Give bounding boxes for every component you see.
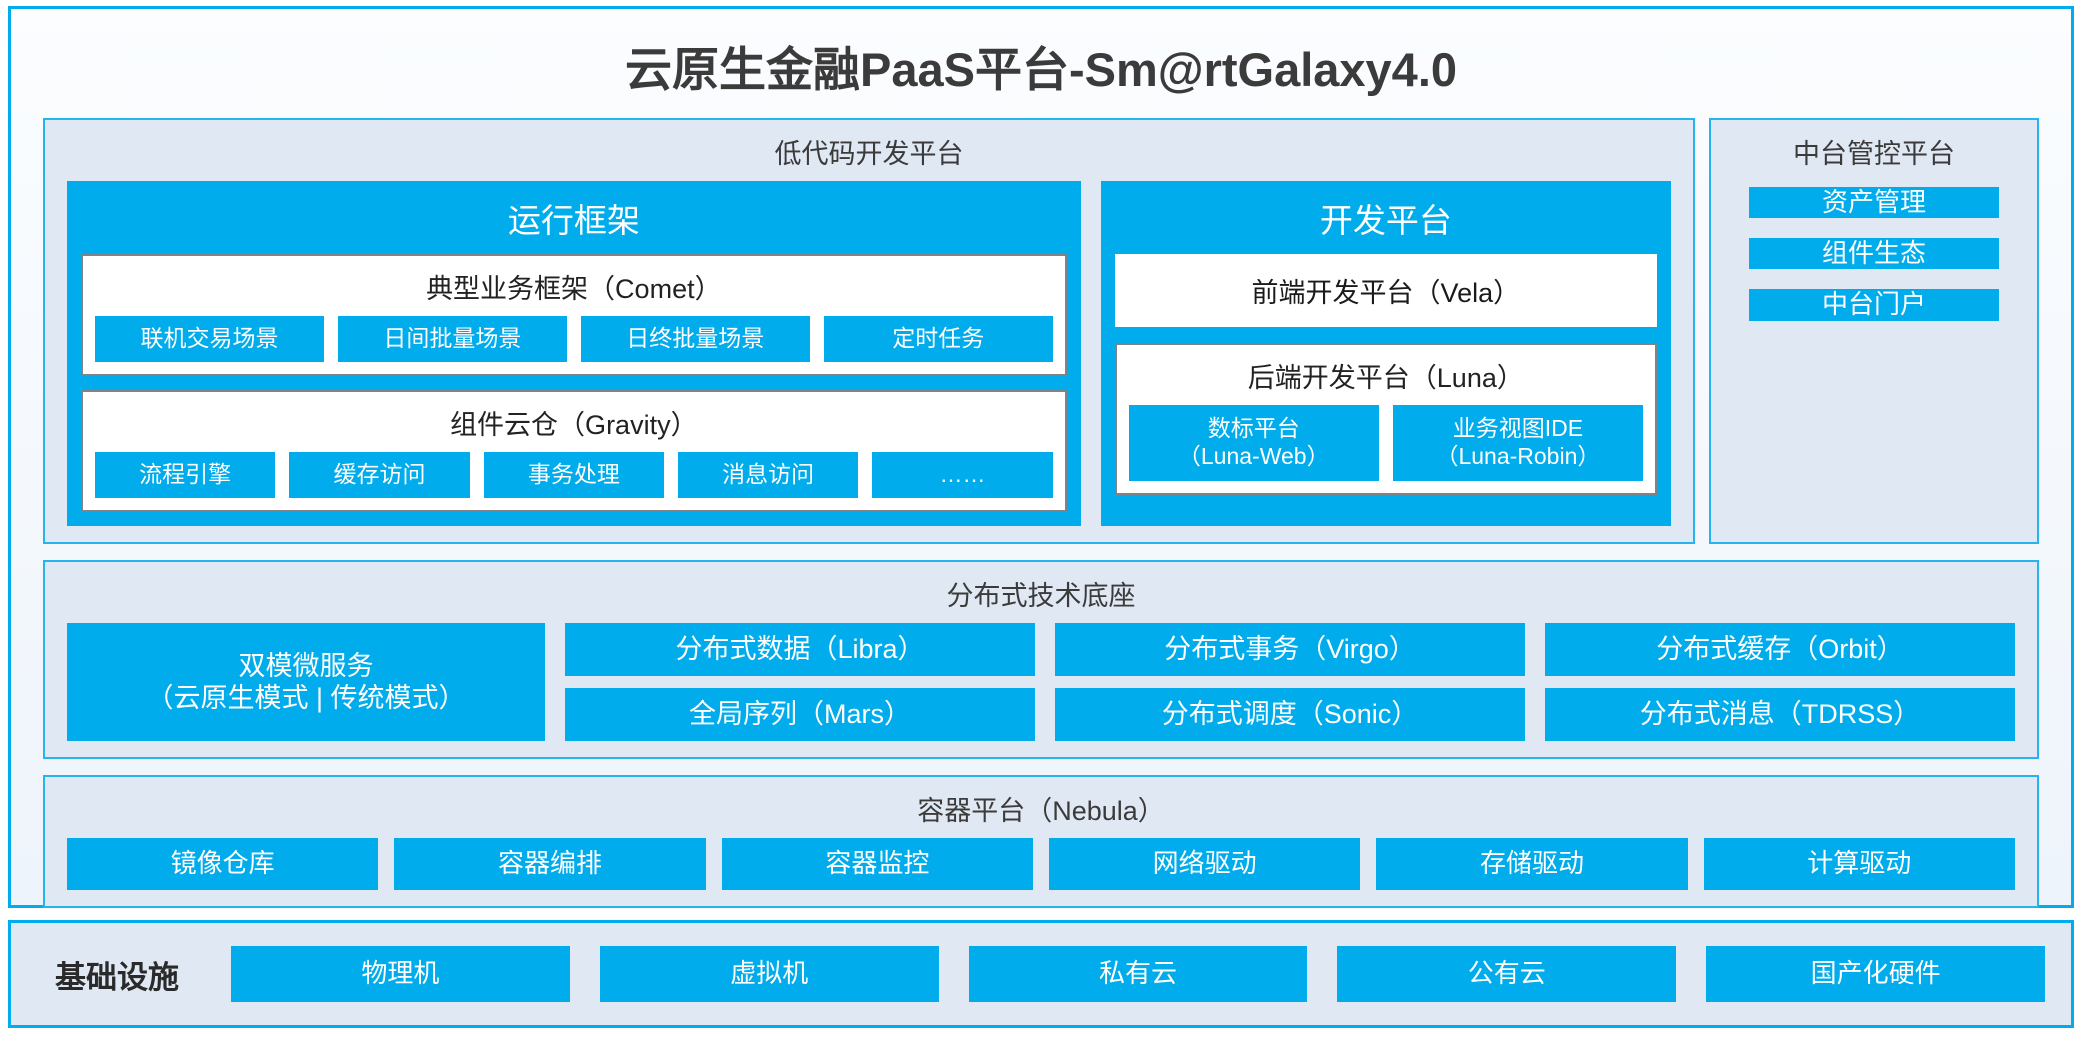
- distributed-columns: 分布式数据（Libra） 全局序列（Mars） 分布式事务（Virgo） 分布式…: [565, 623, 2015, 741]
- luna-item-row: 数标平台 （Luna-Web） 业务视图IDE （Luna-Robin）: [1128, 405, 1643, 481]
- comet-title: 典型业务框架（Comet）: [426, 274, 722, 304]
- gravity-item[interactable]: 消息访问: [677, 452, 859, 498]
- lowcode-columns: 运行框架 典型业务框架（Comet） 联机交易场景 日间批量场景 日终批量场景 …: [45, 181, 1693, 526]
- distributed-base-panel: 分布式技术底座 双模微服务 （云原生模式 | 传统模式） 分布式数据（Libra…: [43, 560, 2039, 759]
- luna-robin-line2: （Luna-Robin）: [1435, 443, 1601, 469]
- upper-row: 低代码开发平台 运行框架 典型业务框架（Comet） 联机交易场景 日间批量场景…: [21, 118, 2061, 544]
- gravity-item[interactable]: 流程引擎: [95, 452, 276, 498]
- luna-robin-item[interactable]: 业务视图IDE （Luna-Robin）: [1392, 405, 1643, 481]
- infra-item-physical-machine[interactable]: 物理机: [231, 946, 570, 1002]
- luna-web-line2: （Luna-Web）: [1177, 443, 1330, 469]
- infra-item-private-cloud[interactable]: 私有云: [968, 946, 1308, 1002]
- distributed-cache-orbit[interactable]: 分布式缓存（Orbit）: [1545, 623, 2015, 676]
- backend-platform-luna-box: 后端开发平台（Luna） 数标平台 （Luna-Web） 业务视图IDE （Lu…: [1114, 343, 1657, 495]
- main-platform-frame: 云原生金融PaaS平台-Sm@rtGalaxy4.0 低代码开发平台 运行框架 …: [8, 6, 2074, 908]
- runtime-framework-title: 运行框架: [507, 202, 640, 239]
- infrastructure-bar: 基础设施 物理机 虚拟机 私有云 公有云 国产化硬件: [8, 920, 2074, 1028]
- control-platform-items: 资产管理 组件生态 中台门户: [1711, 181, 2037, 321]
- container-item-storage-driver[interactable]: 存储驱动: [1376, 838, 1688, 890]
- container-item-monitoring[interactable]: 容器监控: [721, 838, 1033, 890]
- page-title: 云原生金融PaaS平台-Sm@rtGalaxy4.0: [624, 43, 1458, 96]
- comet-item[interactable]: 联机交易场景: [95, 316, 324, 362]
- distributed-data-libra[interactable]: 分布式数据（Libra）: [565, 623, 1035, 676]
- gravity-box: 组件云仓（Gravity） 流程引擎 缓存访问 事务处理 消息访问 ……: [81, 390, 1067, 512]
- gravity-item-ellipsis[interactable]: ……: [872, 452, 1053, 498]
- comet-item[interactable]: 定时任务: [823, 316, 1053, 362]
- distributed-column-2: 分布式事务（Virgo） 分布式调度（Sonic）: [1055, 623, 1525, 741]
- container-item-network-driver[interactable]: 网络驱动: [1048, 838, 1361, 890]
- container-platform-title: 容器平台（Nebula）: [917, 796, 1165, 826]
- container-item-orchestration[interactable]: 容器编排: [394, 838, 706, 890]
- control-platform-item-component[interactable]: 组件生态: [1749, 238, 1999, 270]
- control-platform-item-asset[interactable]: 资产管理: [1749, 187, 1999, 219]
- gravity-item[interactable]: 事务处理: [483, 452, 664, 498]
- comet-item[interactable]: 日终批量场景: [580, 316, 810, 362]
- control-platform-item-portal[interactable]: 中台门户: [1749, 289, 1999, 321]
- infra-item-virtual-machine[interactable]: 虚拟机: [599, 946, 939, 1002]
- backend-platform-luna-title: 后端开发平台（Luna）: [1247, 363, 1524, 393]
- distributed-column-1: 分布式数据（Libra） 全局序列（Mars）: [565, 623, 1035, 741]
- distributed-message-tdrss[interactable]: 分布式消息（TDRSS）: [1545, 688, 2015, 741]
- container-platform-items: 镜像仓库 容器编排 容器监控 网络驱动 存储驱动 计算驱动: [45, 838, 2037, 890]
- lowcode-platform-title: 低代码开发平台: [774, 139, 964, 169]
- control-platform-panel: 中台管控平台 资产管理 组件生态 中台门户: [1709, 118, 2039, 544]
- infra-item-public-cloud[interactable]: 公有云: [1337, 946, 1677, 1002]
- distributed-base-title: 分布式技术底座: [946, 581, 1136, 611]
- development-platform-box: 开发平台 前端开发平台（Vela） 后端开发平台（Luna） 数标平台 （Lun…: [1100, 181, 1671, 526]
- infra-item-domestic-hardware[interactable]: 国产化硬件: [1706, 946, 2045, 1002]
- development-platform-title: 开发平台: [1319, 202, 1452, 239]
- distributed-base-body: 双模微服务 （云原生模式 | 传统模式） 分布式数据（Libra） 全局序列（M…: [45, 623, 2037, 741]
- infrastructure-label: 基础设施: [55, 959, 179, 995]
- luna-web-item[interactable]: 数标平台 （Luna-Web）: [1128, 405, 1379, 481]
- gravity-item-row: 流程引擎 缓存访问 事务处理 消息访问 ……: [95, 452, 1053, 498]
- container-platform-panel: 容器平台（Nebula） 镜像仓库 容器编排 容器监控 网络驱动 存储驱动 计算…: [43, 775, 2039, 908]
- global-sequence-mars[interactable]: 全局序列（Mars）: [565, 688, 1035, 741]
- container-item-image-repo[interactable]: 镜像仓库: [67, 838, 379, 890]
- gravity-title: 组件云仓（Gravity）: [450, 410, 698, 440]
- comet-item[interactable]: 日间批量场景: [337, 316, 567, 362]
- control-platform-title: 中台管控平台: [1793, 139, 1955, 169]
- microservice-line2: （云原生模式 | 传统模式）: [146, 683, 466, 713]
- runtime-framework-box: 运行框架 典型业务框架（Comet） 联机交易场景 日间批量场景 日终批量场景 …: [67, 181, 1081, 526]
- frontend-platform-vela[interactable]: 前端开发平台（Vela）: [1114, 254, 1657, 327]
- comet-item-row: 联机交易场景 日间批量场景 日终批量场景 定时任务: [95, 316, 1053, 362]
- microservice-line1: 双模微服务: [238, 650, 374, 681]
- container-item-compute-driver[interactable]: 计算驱动: [1703, 838, 2015, 890]
- distributed-scheduling-sonic[interactable]: 分布式调度（Sonic）: [1055, 688, 1525, 741]
- luna-web-line1: 数标平台: [1207, 415, 1300, 442]
- distributed-column-3: 分布式缓存（Orbit） 分布式消息（TDRSS）: [1545, 623, 2015, 741]
- gravity-item[interactable]: 缓存访问: [289, 452, 470, 498]
- luna-robin-line1: 业务视图IDE: [1452, 415, 1584, 442]
- infrastructure-items: 物理机 虚拟机 私有云 公有云 国产化硬件: [231, 946, 2045, 1002]
- dual-mode-microservice-chip[interactable]: 双模微服务 （云原生模式 | 传统模式）: [67, 623, 545, 741]
- lowcode-platform-panel: 低代码开发平台 运行框架 典型业务框架（Comet） 联机交易场景 日间批量场景…: [43, 118, 1695, 544]
- distributed-transaction-virgo[interactable]: 分布式事务（Virgo）: [1055, 623, 1525, 676]
- comet-box: 典型业务框架（Comet） 联机交易场景 日间批量场景 日终批量场景 定时任务: [81, 254, 1067, 376]
